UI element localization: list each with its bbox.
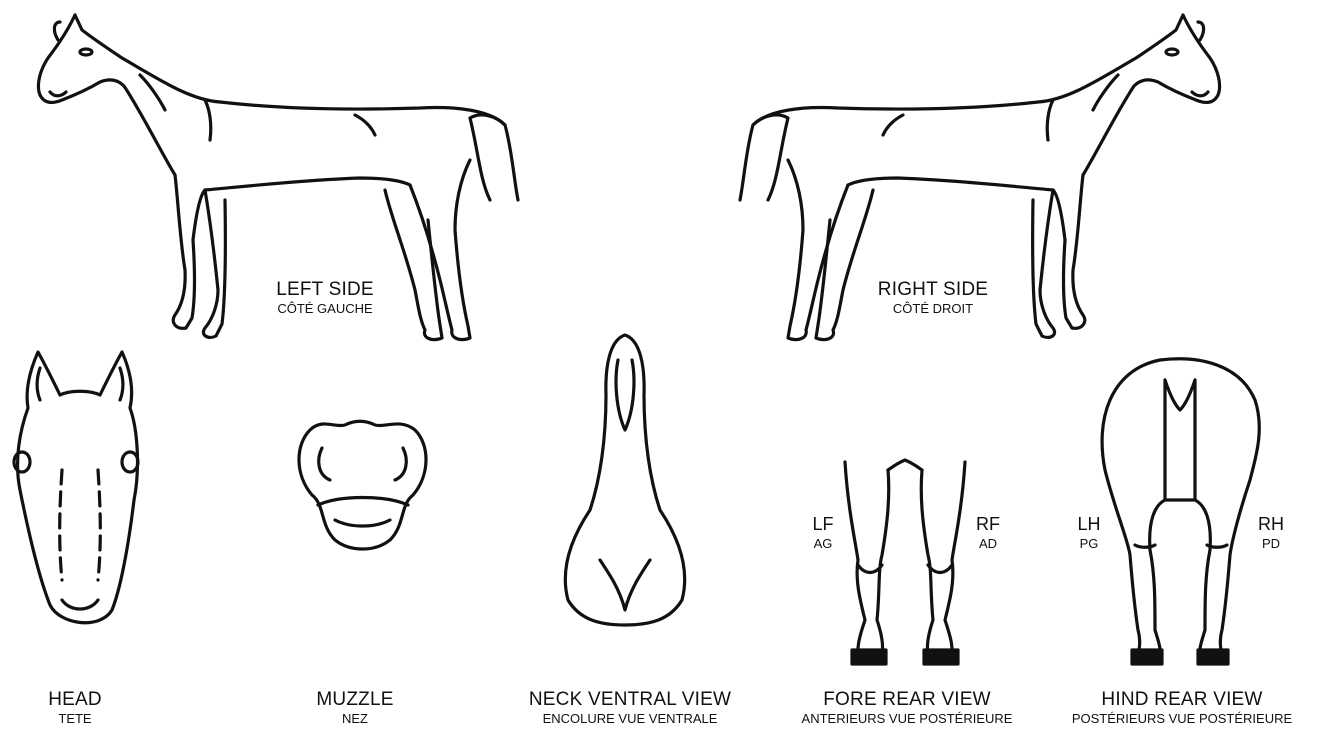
leg-code-rf: RF <box>973 515 1003 535</box>
leg-sub-lh: PG <box>1074 537 1104 551</box>
leg-code-lh: LH <box>1074 515 1104 535</box>
fore-caption: FORE REAR VIEW ANTERIEURS VUE POSTÉRIEUR… <box>772 690 1042 726</box>
fore-subtitle: ANTERIEURS VUE POSTÉRIEURE <box>772 712 1042 726</box>
neck-subtitle: ENCOLURE VUE VENTRALE <box>515 712 745 726</box>
leg-sub-rh: PD <box>1256 537 1286 551</box>
muzzle-caption: MUZZLE NEZ <box>290 690 420 726</box>
right-side-caption: RIGHT SIDE CÔTÉ DROIT <box>858 280 1008 316</box>
right-side-title: RIGHT SIDE <box>858 280 1008 300</box>
neck-caption: NECK VENTRAL VIEW ENCOLURE VUE VENTRALE <box>515 690 745 726</box>
leg-label-lh: LH PG <box>1074 515 1104 551</box>
left-side-title: LEFT SIDE <box>250 280 400 300</box>
leg-label-lf: LF AG <box>808 515 838 551</box>
horse-hind-rear <box>1102 359 1259 664</box>
muzzle-subtitle: NEZ <box>290 712 420 726</box>
leg-sub-rf: AD <box>973 537 1003 551</box>
right-side-subtitle: CÔTÉ DROIT <box>858 302 1008 316</box>
left-side-caption: LEFT SIDE CÔTÉ GAUCHE <box>250 280 400 316</box>
leg-code-lf: LF <box>808 515 838 535</box>
muzzle-title: MUZZLE <box>290 690 420 710</box>
neck-title: NECK VENTRAL VIEW <box>515 690 745 710</box>
horse-neck-ventral <box>565 335 685 625</box>
left-side-subtitle: CÔTÉ GAUCHE <box>250 302 400 316</box>
head-title: HEAD <box>20 690 130 710</box>
horse-fore-rear <box>845 460 965 664</box>
fore-title: FORE REAR VIEW <box>772 690 1042 710</box>
horse-head-front <box>14 352 138 623</box>
leg-code-rh: RH <box>1256 515 1286 535</box>
leg-label-rf: RF AD <box>973 515 1003 551</box>
hind-caption: HIND REAR VIEW POSTÉRIEURS VUE POSTÉRIEU… <box>1043 690 1321 726</box>
head-caption: HEAD TETE <box>20 690 130 726</box>
leg-sub-lf: AG <box>808 537 838 551</box>
head-subtitle: TETE <box>20 712 130 726</box>
hind-subtitle: POSTÉRIEURS VUE POSTÉRIEURE <box>1043 712 1321 726</box>
hind-title: HIND REAR VIEW <box>1043 690 1321 710</box>
leg-label-rh: RH PD <box>1256 515 1286 551</box>
horse-muzzle <box>299 421 426 549</box>
